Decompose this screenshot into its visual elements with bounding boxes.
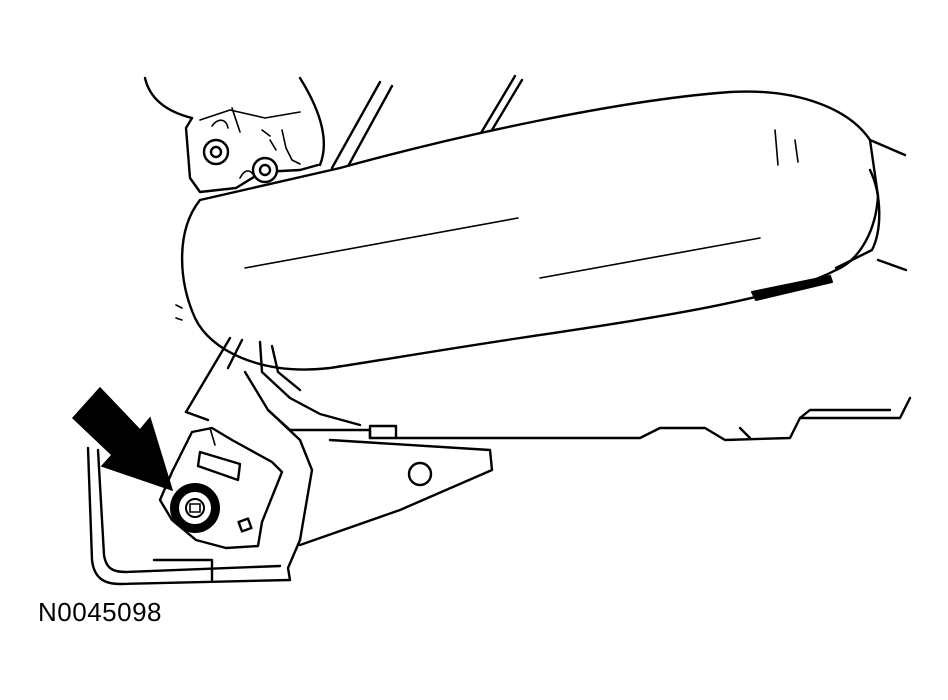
arrow-pointer-icon — [71, 386, 174, 492]
upper-hinge-bracket — [143, 76, 326, 194]
seat-base-tray — [86, 446, 302, 586]
hinge-plate — [158, 426, 284, 550]
armrest-cushion — [175, 90, 908, 371]
bolt-icon — [170, 483, 220, 533]
figure-id-label: N0045098 — [38, 597, 162, 627]
lower-mounting-bracket — [184, 336, 912, 547]
